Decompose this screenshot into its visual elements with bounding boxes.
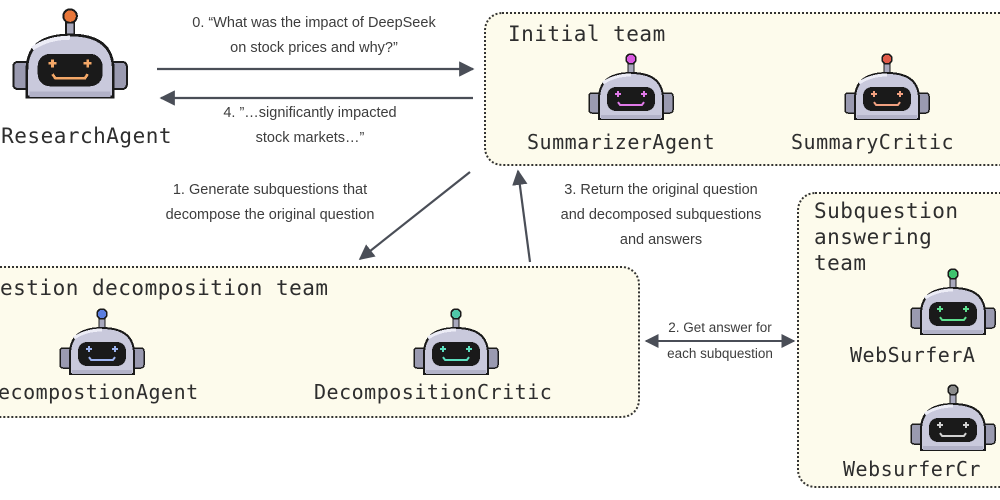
summary-critic-label: SummaryCritic <box>791 130 955 154</box>
caption-step3-line2: and decomposed subquestions <box>560 207 762 223</box>
initial-team-title: Initial team <box>508 22 666 46</box>
summarizer-agent-label: SummarizerAgent <box>527 130 716 154</box>
caption-step0: 0. “What was the impact of DeepSeek on s… <box>152 11 476 61</box>
caption-step4-line2: stock markets…” <box>255 130 365 146</box>
caption-step1-line1: 1. Generate subquestions that <box>172 182 368 198</box>
caption-step3: 3. Return the original question and deco… <box>530 178 792 253</box>
caption-step3-line3: and answers <box>619 232 703 248</box>
answering-team-title-line1: Subquestion <box>814 199 959 223</box>
orchestrator-label: oResearchAgent <box>0 124 173 148</box>
decomposition-agent-robot-icon <box>56 308 148 385</box>
caption-step1-line2: decompose the original question <box>165 207 375 223</box>
caption-step2-line1: 2. Get answer for <box>668 320 772 335</box>
caption-step0-line1: 0. “What was the impact of DeepSeek <box>192 15 436 31</box>
summary-critic-robot-icon <box>841 53 933 130</box>
caption-step2-line2: each subquestion <box>667 346 773 361</box>
decomposition-critic-robot-icon <box>410 308 502 385</box>
decomposition-agent-label: ecompostionAgent <box>0 380 199 404</box>
decomposition-team-title: estion decomposition team <box>0 276 329 300</box>
summarizer-agent-robot-icon <box>585 53 677 130</box>
websurfer-agent-robot-icon <box>907 268 999 345</box>
decomposition-critic-label: DecompositionCritic <box>314 380 553 404</box>
arrow-step3 <box>512 169 532 263</box>
websurfer-agent-label: WebSurferA <box>850 343 976 367</box>
caption-step3-line1: 3. Return the original question <box>564 182 758 198</box>
caption-step1: 1. Generate subquestions that decompose … <box>130 178 410 228</box>
answering-team-title-line2: answering <box>814 225 933 249</box>
caption-step4-line1: 4. ”…significantly impacted <box>223 105 397 121</box>
caption-step4: 4. ”…significantly impacted stock market… <box>190 101 430 151</box>
websurfer-critic-label: WebsurferCr <box>843 457 981 481</box>
websurfer-critic-robot-icon <box>907 384 999 461</box>
caption-step2: 2. Get answer for each subquestion <box>644 315 796 367</box>
caption-step0-line2: on stock prices and why?” <box>230 40 398 56</box>
answering-team-title-line3: team <box>814 251 867 275</box>
orchestrator-robot-icon <box>8 8 132 110</box>
